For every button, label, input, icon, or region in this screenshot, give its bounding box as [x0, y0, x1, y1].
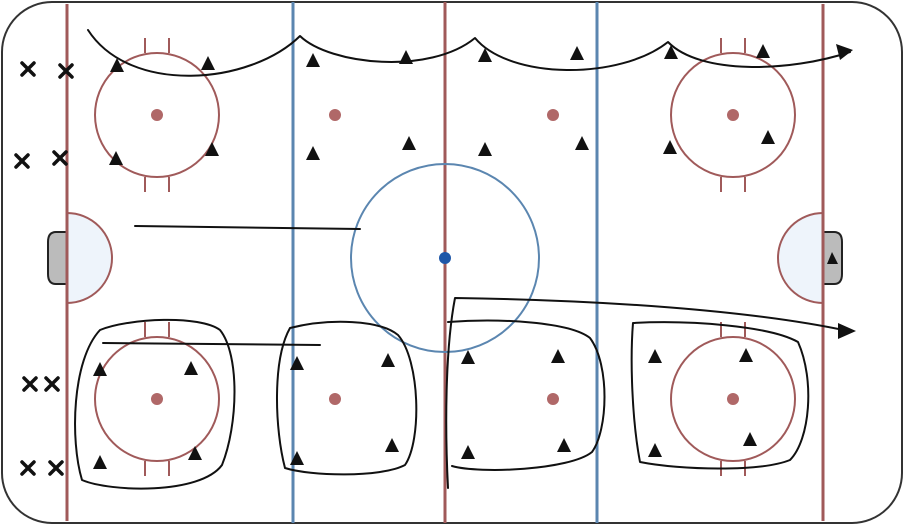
- group-circle-4: [630, 321, 810, 470]
- player-x-icon: [20, 460, 36, 476]
- cone-triangle-icon: [557, 438, 571, 452]
- faceoff-circle-bottom-right: [670, 322, 796, 476]
- player-x-icon: [44, 376, 60, 392]
- cone-triangle-icon: [201, 56, 215, 70]
- cone-triangle-icon: [184, 361, 198, 375]
- cone-triangle-icon: [648, 443, 662, 457]
- faceoff-circle-top-left: [94, 38, 220, 192]
- bottom-right-path: [445, 297, 849, 489]
- group-circle-1: [74, 318, 236, 490]
- cone-triangle-icon: [290, 356, 304, 370]
- faceoff-dot: [727, 393, 739, 405]
- cone-triangle-icon: [461, 445, 475, 459]
- faceoff-dot: [329, 393, 341, 405]
- player-x-icon: [20, 61, 36, 77]
- cone-triangle-icon: [385, 438, 399, 452]
- faceoff-circle-bottom-left: [94, 322, 220, 476]
- cone-triangle-icon: [743, 432, 757, 446]
- cone-triangle-icon: [93, 362, 107, 376]
- faceoff-dot: [727, 109, 739, 121]
- cone-triangle-icon: [306, 53, 320, 67]
- cone-triangle-icon: [109, 151, 123, 165]
- center-circle: [350, 163, 540, 353]
- faceoff-dot: [329, 109, 341, 121]
- cone-triangle-icon: [761, 130, 775, 144]
- players: [14, 61, 74, 476]
- cone-triangle-icon: [205, 142, 219, 156]
- faceoff-dot: [151, 393, 163, 405]
- cone-triangle-icon: [756, 44, 770, 58]
- cone-triangle-icon: [478, 48, 492, 62]
- cone-triangle-icon: [575, 136, 589, 150]
- cone-triangle-icon: [663, 140, 677, 154]
- top-scallop-path: [87, 29, 851, 77]
- right-goal-crease: [777, 211, 824, 305]
- faceoff-dot: [547, 393, 559, 405]
- cone-triangle-icon: [290, 451, 304, 465]
- cone-triangle-icon: [110, 58, 124, 72]
- arrow-head-icon: [836, 44, 853, 60]
- left-goal-crease: [66, 211, 113, 305]
- cone-triangle-icon: [664, 45, 678, 59]
- skating-paths: [74, 29, 851, 490]
- cone-triangle-icon: [478, 142, 492, 156]
- player-x-icon: [48, 460, 64, 476]
- cone-triangle-icon: [399, 50, 413, 64]
- cone-triangle-icon: [739, 348, 753, 362]
- faceoff-dot: [547, 109, 559, 121]
- cone-triangle-icon: [551, 349, 565, 363]
- arrow-head-icon: [838, 323, 856, 339]
- group-circle-3: [447, 319, 606, 471]
- cone-triangle-icon: [461, 350, 475, 364]
- cone-triangle-icon: [402, 136, 416, 150]
- player-x-icon: [22, 376, 38, 392]
- arrow-heads: [836, 44, 856, 339]
- left-net: [47, 231, 68, 285]
- cone-triangle-icon: [570, 46, 584, 60]
- cone-triangle-icon: [381, 353, 395, 367]
- player-x-icon: [14, 153, 30, 169]
- faceoff-dots: [151, 109, 739, 405]
- cone-triangle-icon: [648, 349, 662, 363]
- group-circle-2: [276, 320, 418, 476]
- faceoff-dot: [151, 109, 163, 121]
- cone-triangle-icon: [188, 446, 202, 460]
- player-x-icon: [58, 63, 74, 79]
- cone-triangle-icon: [93, 455, 107, 469]
- faceoff-circle-top-right: [670, 38, 796, 192]
- cone-triangle-icon: [306, 146, 320, 160]
- cone-triangle-icon: [827, 252, 838, 264]
- cones: [93, 44, 838, 469]
- player-x-icon: [52, 150, 68, 166]
- neutral-zone-path: [134, 225, 361, 230]
- center-faceoff-dot: [439, 252, 451, 264]
